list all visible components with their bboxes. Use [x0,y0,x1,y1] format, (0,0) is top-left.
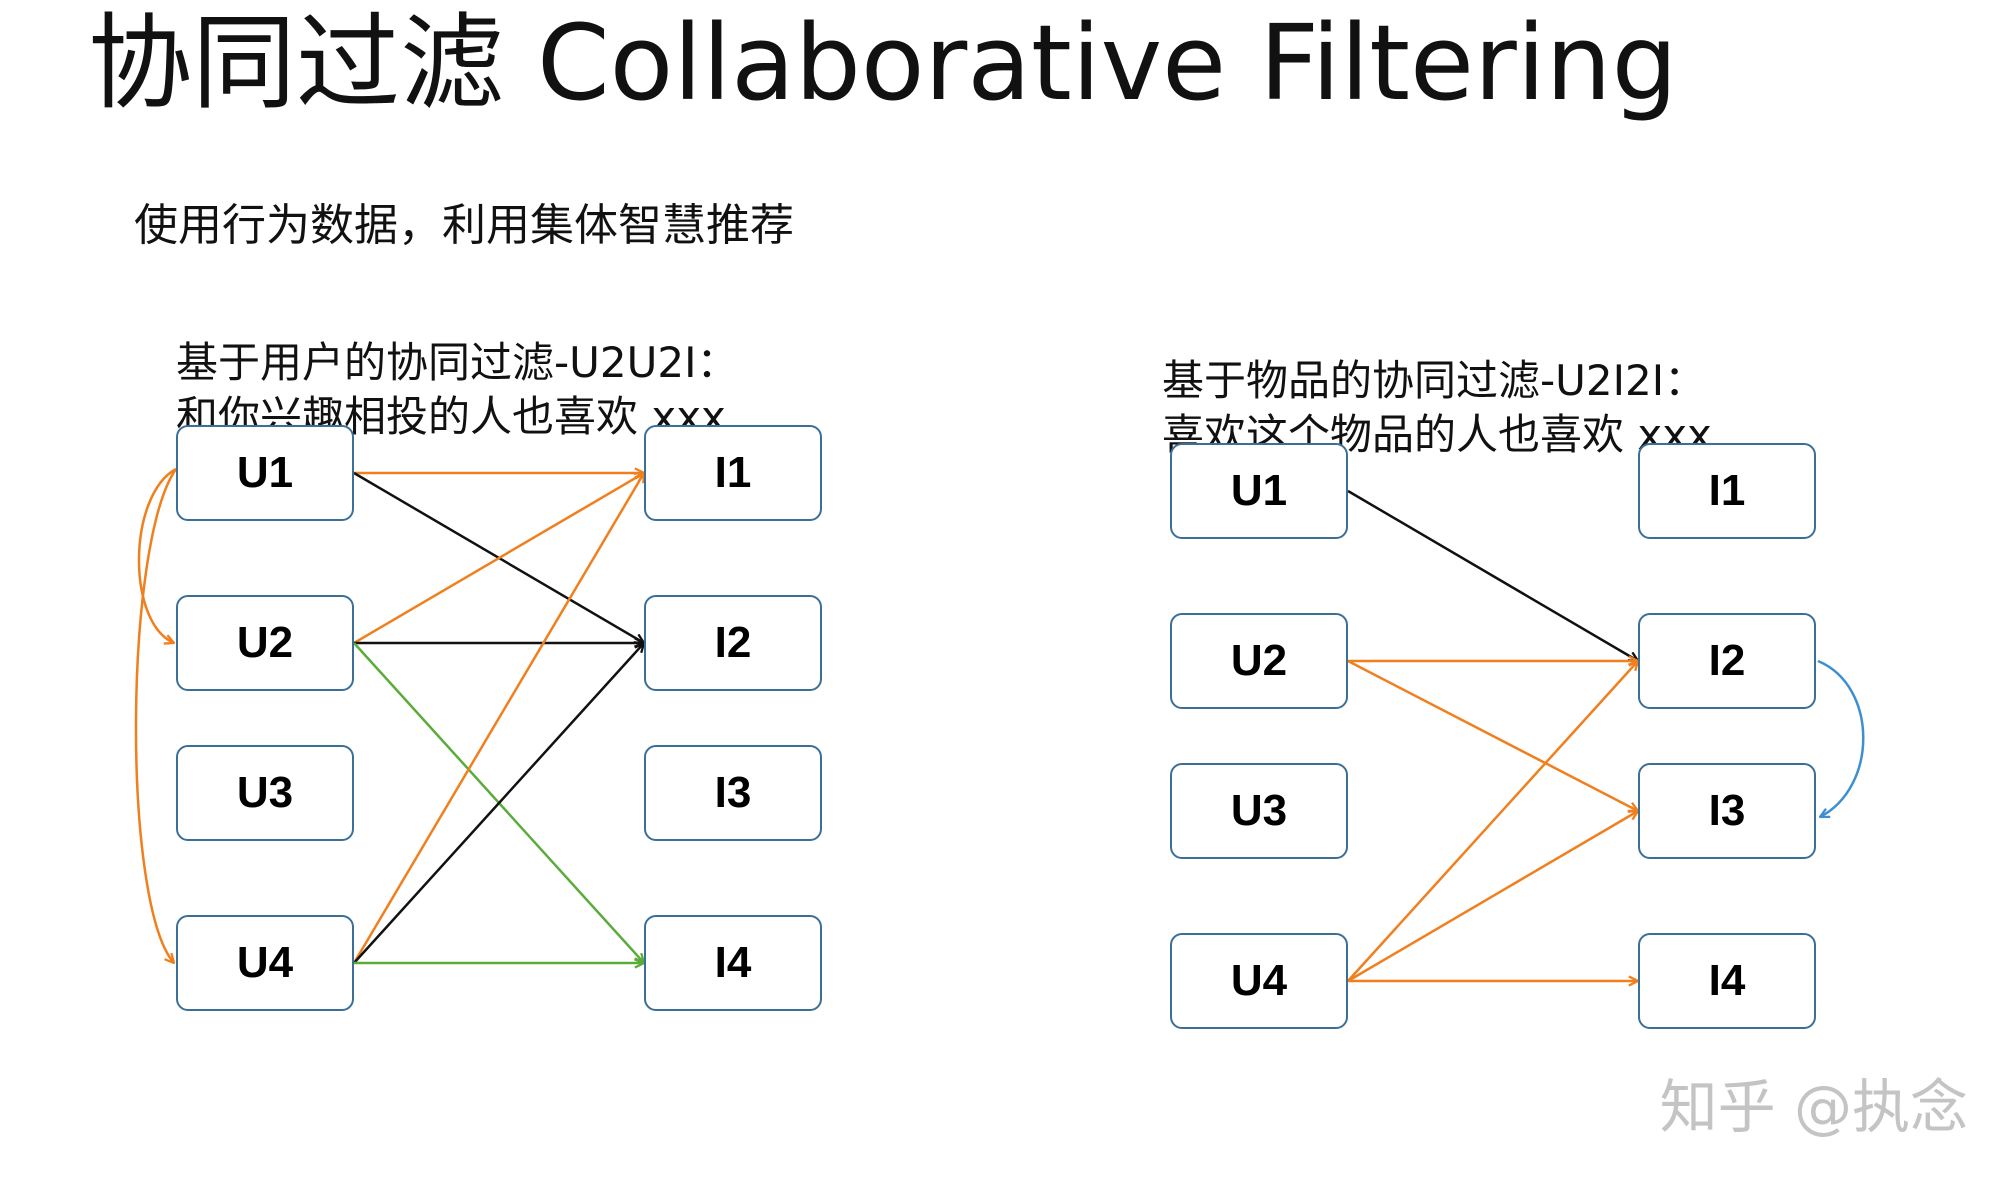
item-cf-user-node-u2: U2 [1170,613,1348,709]
item-cf-heading-line1: 基于物品的协同过滤-U2I2I： [1162,356,1707,405]
item-cf-edge-u4-i2 [1347,661,1638,982]
item-cf-similarity-arc-i2-i3 [1817,659,1865,817]
user-cf-edge-u2-i1 [353,473,644,645]
user-cf-item-node-i1: I1 [644,425,822,521]
user-cf-item-node-i4: I4 [644,915,822,1011]
user-cf-edge-u4-i2 [353,643,644,964]
user-cf-heading-line1: 基于用户的协同过滤-U2U2I： [176,338,739,387]
item-cf-item-node-i2: I2 [1638,613,1816,709]
item-cf-user-node-u1: U1 [1170,443,1348,539]
watermark: 知乎 @执念 [1659,1073,1968,1141]
user-cf-similarity-arc-u1-u4 [134,468,178,963]
user-cf-edge-u4-i1 [352,473,644,964]
item-cf-edge-u1-i2 [1347,489,1638,661]
item-cf-user-node-u3: U3 [1170,763,1348,859]
user-cf-item-node-i3: I3 [644,745,822,841]
item-cf-user-node-u4: U4 [1170,933,1348,1029]
item-cf-heading: 基于物品的协同过滤-U2I2I： 喜欢这个物品的人也喜欢 xxx [1162,354,1712,462]
user-cf-item-node-i2: I2 [644,595,822,691]
page-subtitle: 使用行为数据，利用集体智慧推荐 [134,200,794,251]
item-cf-item-node-i4: I4 [1638,933,1816,1029]
item-cf-item-node-i3: I3 [1638,763,1816,859]
user-cf-similarity-arc-u1-u2 [137,467,177,643]
user-cf-user-node-u4: U4 [176,915,354,1011]
user-cf-user-node-u1: U1 [176,425,354,521]
page-title: 协同过滤 Collaborative Filtering [88,2,1678,124]
item-cf-edge-u4-i3 [1347,811,1638,983]
item-cf-item-node-i1: I1 [1638,443,1816,539]
edges-layer [134,467,1865,983]
item-cf-edge-u2-i3 [1347,659,1638,811]
user-cf-user-node-u2: U2 [176,595,354,691]
user-cf-user-node-u3: U3 [176,745,354,841]
